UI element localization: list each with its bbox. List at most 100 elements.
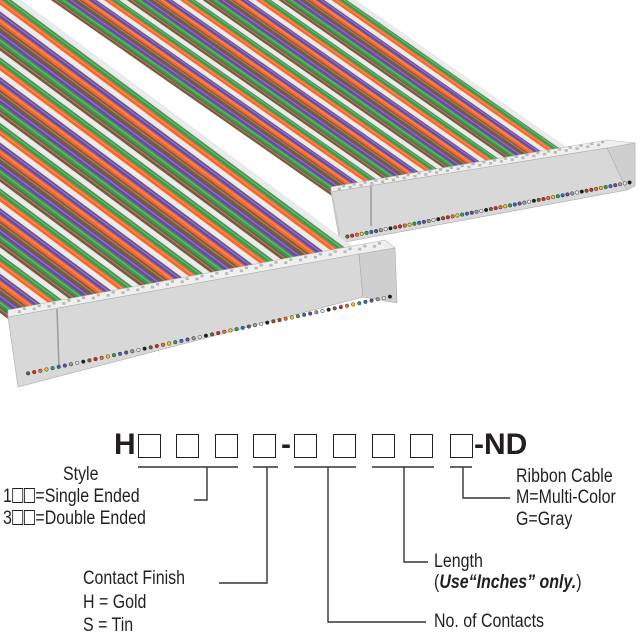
contact-hole [111, 291, 115, 294]
wire-end-dot [350, 233, 355, 238]
wire-end-dot [179, 338, 184, 343]
wire-end-dot [375, 297, 380, 302]
wire-end-dot [387, 294, 392, 299]
wire-highlight [100, 0, 370, 188]
wire-end-dot [32, 370, 37, 375]
wire-end-dot [173, 340, 178, 345]
wire-end-dot [503, 204, 508, 209]
wire [157, 0, 420, 181]
part-box-9 [450, 434, 473, 458]
part-box-6 [333, 434, 356, 458]
style-code: 1 [3, 486, 12, 507]
wire-end-dot [93, 357, 98, 362]
wire-end-dot [498, 205, 503, 210]
wire-end-dot [450, 214, 455, 219]
contact-hole [489, 162, 493, 165]
wire-end-dot [622, 181, 627, 186]
wire-end-dot [363, 299, 368, 304]
wire-end-dot [167, 341, 172, 346]
wire [293, 0, 527, 161]
wire-end-dot [81, 359, 86, 364]
contact-hole [333, 250, 337, 253]
wire-highlight [54, 0, 334, 195]
wire-highlight [0, 19, 322, 260]
contact-hole [406, 173, 410, 177]
wire-end-dot [551, 195, 556, 200]
wire-end-dot [50, 366, 55, 371]
wire [0, 56, 282, 270]
contact-finish-gold: H = Gold [83, 592, 147, 613]
wire-end-dot [488, 206, 493, 212]
contact-hole [77, 299, 81, 303]
wire-highlight [350, 0, 567, 151]
contact-finish-title: Contact Finish [83, 568, 186, 589]
wire-highlight [0, 85, 252, 273]
contact-hole [37, 304, 41, 308]
wire-highlight [0, 137, 196, 284]
wire [88, 0, 366, 191]
wire [0, 161, 170, 292]
contact-hole [244, 266, 248, 270]
wire [278, 0, 515, 163]
wire [0, 246, 79, 310]
contact-hole [136, 288, 140, 292]
contact-hole [597, 143, 601, 147]
wire-end-dot [26, 371, 31, 376]
part-suffix: -ND [474, 428, 528, 461]
wire [104, 0, 378, 189]
contact-hole [402, 176, 406, 180]
wire-end-dot [136, 347, 141, 353]
wire-highlight [236, 0, 477, 168]
wire-end-dot [383, 227, 388, 232]
contact-hole [460, 164, 464, 168]
wire-end-dot [111, 353, 116, 358]
wire-highlight [289, 0, 519, 160]
wire [0, 76, 261, 275]
contact-hole [141, 285, 145, 289]
contact-hole [180, 280, 184, 284]
wire-end-dot [252, 323, 258, 328]
wire-highlight [0, 105, 231, 277]
wire-highlight [206, 0, 454, 172]
contact-hole [284, 261, 288, 264]
wire-highlight [115, 0, 382, 186]
front-connector [7, 239, 398, 388]
length-title: Length [434, 551, 483, 572]
wire [286, 0, 521, 162]
contact-hole [467, 165, 471, 169]
wire [0, 167, 163, 294]
wire-highlight [69, 0, 346, 192]
wire-end-dot [441, 216, 446, 221]
wire-end-dot [493, 206, 498, 211]
ribbon-leader [462, 467, 510, 499]
wire [202, 0, 455, 174]
length-note-text: Use“Inches” only. [439, 572, 577, 593]
part-box-1 [138, 434, 161, 458]
style-code: 3 [3, 508, 12, 529]
wire [0, 213, 114, 303]
contact-hole [67, 299, 71, 302]
wire-highlight [0, 72, 266, 271]
wire-end-dot [44, 367, 49, 372]
style-leader [194, 467, 208, 501]
wire [0, 135, 198, 287]
contact-hole [579, 144, 583, 147]
contacts-title: No. of Contacts [434, 611, 545, 632]
wire-highlight [0, 229, 98, 303]
wire-highlight [312, 0, 537, 156]
wire [0, 200, 128, 300]
wire [0, 122, 212, 284]
wire-end-dot [570, 191, 575, 196]
wire [316, 0, 545, 158]
style-title: Style [63, 464, 99, 485]
contact-hole [121, 291, 125, 294]
wire [0, 36, 303, 266]
wire-highlight [0, 131, 203, 283]
wire-end-dot [222, 329, 227, 334]
contact-hole [445, 169, 449, 172]
wire-end-dot [613, 183, 618, 188]
wire-end-dot [381, 295, 386, 301]
wire-end-dot [351, 302, 356, 307]
wire-end-dot [507, 203, 513, 208]
part-box-2 [176, 434, 199, 458]
